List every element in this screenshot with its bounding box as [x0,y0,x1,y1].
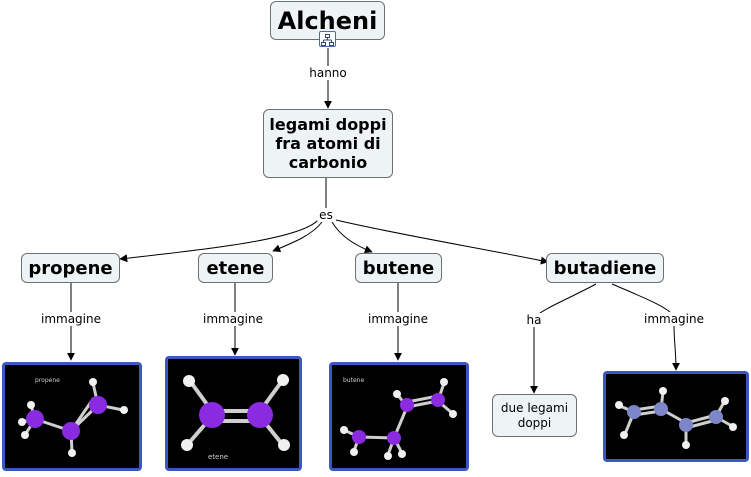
definition-node[interactable]: legami doppi fra atomi di carbonio [263,109,393,178]
node-butadiene-label: butadiene [553,257,657,279]
hierarchy-icon[interactable] [319,31,336,47]
image-etene-molecule[interactable]: etene [165,356,302,471]
edge-butadiene-to-immagine [611,283,673,315]
node-due-legami-doppi-label: due legami doppi [500,400,569,430]
etene-image-caption: etene [208,453,228,461]
propene-image-caption: propene [35,377,60,384]
image-butene-molecule[interactable]: butene [329,362,469,471]
etene-molecule-graphic: etene [168,359,299,468]
node-butene-label: butene [362,257,435,279]
link-label-butadiene-immagine: immagine [641,312,707,326]
node-etene[interactable]: etene [198,253,273,283]
link-label-etene-immagine: immagine [200,312,266,326]
node-due-legami-doppi[interactable]: due legami doppi [492,394,577,437]
butene-image-caption: butene [343,377,364,384]
butene-molecule-graphic: butene [332,365,466,468]
edge-es-to-butadiene [335,219,549,265]
image-propene-molecule[interactable]: propene [2,362,142,471]
node-propene-label: propene [28,257,113,279]
link-label-butene-immagine: immagine [365,312,431,326]
node-butadiene[interactable]: butadiene [546,253,664,283]
edge-es-to-etene [272,221,323,252]
link-label-hanno: hanno [307,66,349,80]
node-etene-label: etene [206,257,265,279]
edge-es-to-propene [119,219,319,263]
node-propene[interactable]: propene [21,253,120,283]
propene-molecule-graphic: propene [5,365,139,468]
link-label-butadiene-ha: ha [524,313,544,327]
edge-butadiene-to-ha [535,283,597,317]
image-butadiene-molecule[interactable] [603,371,749,462]
definition-label: legami doppi fra atomi di carbonio [269,115,387,172]
root-node-label: Alcheni [277,6,378,35]
node-butene[interactable]: butene [355,253,442,283]
link-label-es: es [317,208,335,222]
link-label-propene-immagine: immagine [38,312,104,326]
edge-es-to-butene [331,221,373,254]
edge-immagine-to-image [671,325,680,371]
butadiene-molecule-graphic [606,374,746,459]
